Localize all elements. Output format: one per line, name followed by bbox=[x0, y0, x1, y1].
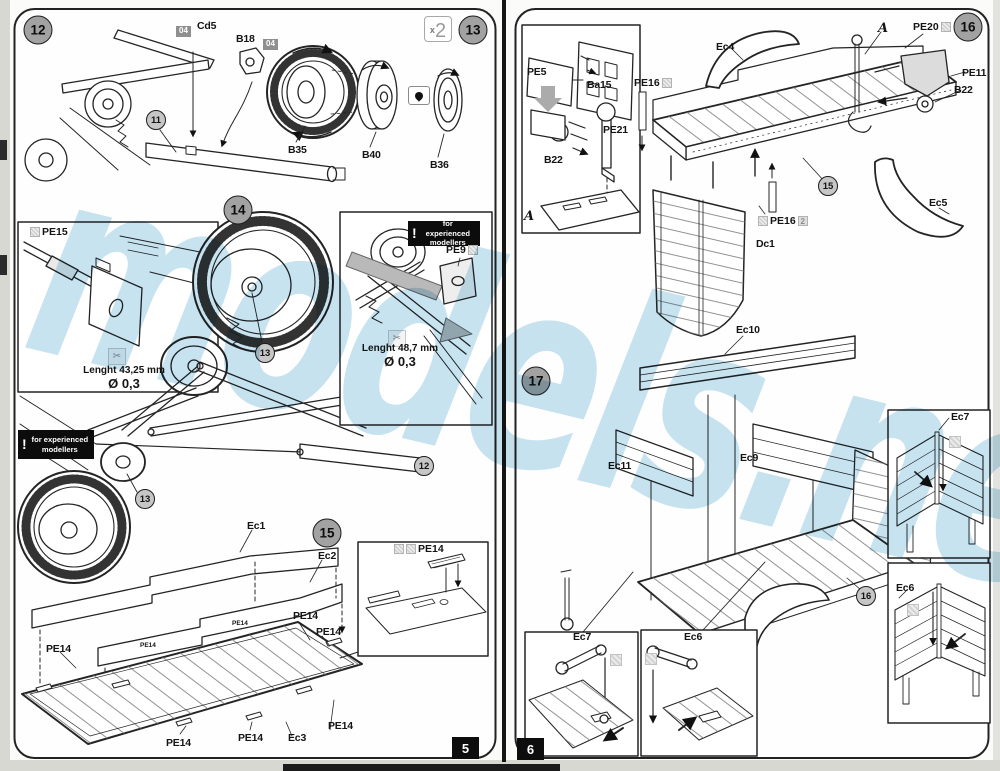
ec7-corner-inset bbox=[887, 409, 991, 559]
detail-a-inset bbox=[521, 24, 641, 234]
next-page-edge bbox=[283, 764, 560, 771]
scan-registration-mark bbox=[0, 140, 7, 160]
step12-axle-assembly bbox=[24, 29, 346, 183]
step15-floor-assembly bbox=[21, 529, 489, 745]
page-divider bbox=[502, 0, 506, 762]
page-6-illustrations bbox=[514, 8, 991, 759]
scan-edge-left bbox=[0, 0, 10, 771]
ec6-corner-inset bbox=[887, 562, 991, 724]
ec7-hinge-inset bbox=[524, 571, 639, 757]
step16-trailer-bed bbox=[638, 30, 966, 337]
scan-edge-right bbox=[993, 0, 1000, 771]
ec6-hinge-inset bbox=[640, 561, 766, 757]
step13-wheel-parts bbox=[266, 43, 463, 158]
scan-registration-mark bbox=[0, 255, 7, 275]
page-5-illustrations bbox=[13, 8, 497, 759]
